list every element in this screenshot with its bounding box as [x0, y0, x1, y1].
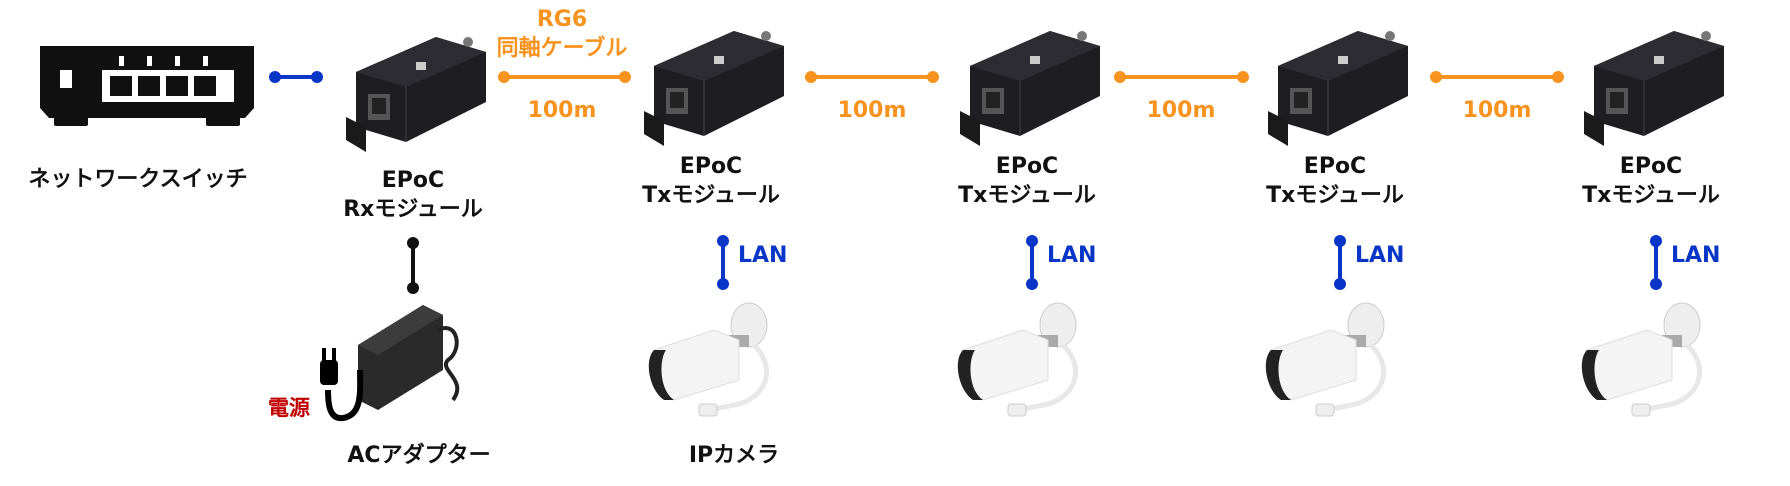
tx-label-line1: EPoC [679, 154, 743, 179]
rx-label: EPoC Rxモジュール [343, 166, 483, 224]
rx-label-line2: Rxモジュール [343, 197, 483, 222]
ip-camera-icon-3 [1265, 302, 1386, 417]
lan-link-2 [1026, 235, 1038, 290]
camera-label: IPカメラ [688, 443, 780, 468]
lan-label-4: LAN [1671, 243, 1721, 268]
ip-camera-icon-1 [648, 302, 769, 417]
epoc-tx-module-icon-4 [1584, 31, 1724, 146]
coax-segment-3 [1114, 71, 1249, 83]
lan-label-1: LAN [738, 243, 788, 268]
tx-label-line2: Txモジュール [1266, 183, 1404, 208]
epoc-tx-module-icon-2 [960, 31, 1100, 146]
tx-label-4: EPoC Txモジュール [1582, 152, 1720, 210]
ip-camera-icon-4 [1581, 302, 1702, 417]
tx-label-1: EPoC Txモジュール [642, 152, 780, 210]
switch-label: ネットワークスイッチ [28, 167, 248, 192]
tx-label-line1: EPoC [995, 154, 1059, 179]
coax-segment-1 [498, 71, 631, 83]
lan-link-3 [1334, 235, 1346, 290]
lan-link-switch-rx [269, 71, 323, 83]
coax-segment-4 [1430, 71, 1564, 83]
adapter-label: ACアダプター [347, 443, 491, 468]
network-switch-icon [40, 46, 254, 126]
tx-label-line2: Txモジュール [958, 183, 1096, 208]
epoc-tx-module-icon-3 [1268, 31, 1408, 146]
coax-segment-2 [805, 71, 939, 83]
lan-link-1 [717, 235, 729, 290]
tx-label-line2: Txモジュール [642, 183, 780, 208]
epoc-rx-module-icon [346, 37, 486, 152]
segment-3-distance: 100m [1146, 98, 1216, 123]
lan-label-3: LAN [1355, 243, 1405, 268]
lan-link-4 [1650, 235, 1662, 290]
rx-label-line1: EPoC [381, 168, 445, 193]
segment-4-distance: 100m [1462, 98, 1532, 123]
cable-type-line2: 同軸ケーブル [496, 36, 628, 61]
cable-type-label: RG6 同軸ケーブル [497, 5, 628, 63]
power-label: 電源 [268, 396, 310, 420]
cable-type-line1: RG6 [536, 7, 588, 32]
ac-adapter-icon [320, 305, 460, 422]
segment-2-distance: 100m [837, 98, 907, 123]
epoc-tx-module-icon-1 [644, 31, 784, 146]
power-link [407, 237, 419, 294]
tx-label-3: EPoC Txモジュール [1266, 152, 1404, 210]
tx-label-line1: EPoC [1619, 154, 1683, 179]
tx-label-line2: Txモジュール [1582, 183, 1720, 208]
lan-label-2: LAN [1047, 243, 1097, 268]
segment-1-distance: 100m [527, 98, 597, 123]
ip-camera-icon-2 [957, 302, 1078, 417]
tx-label-line1: EPoC [1303, 154, 1367, 179]
tx-label-2: EPoC Txモジュール [958, 152, 1096, 210]
